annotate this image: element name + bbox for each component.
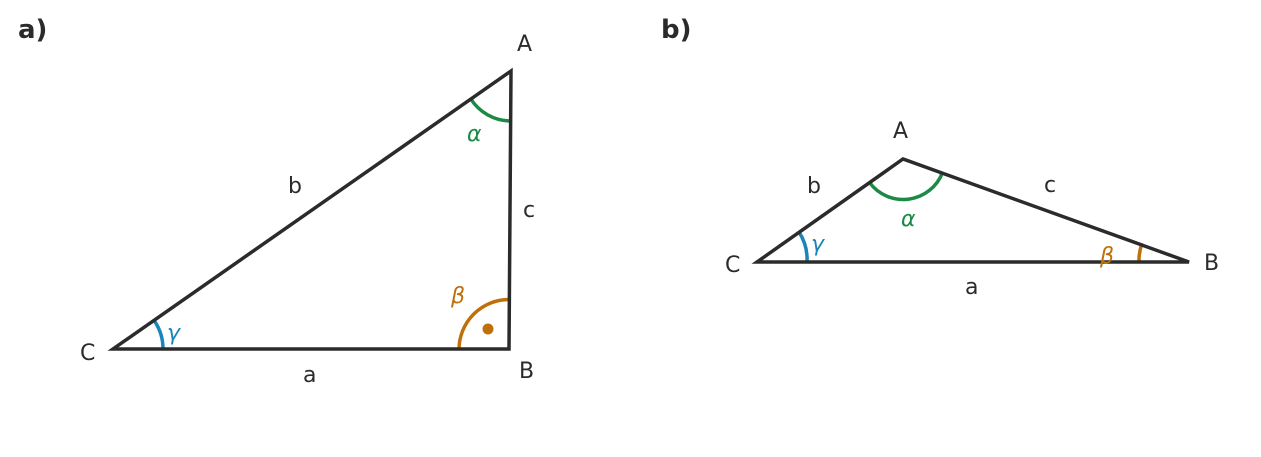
- vertex-b-label: B: [519, 359, 534, 384]
- angle-alpha-label-a: α: [467, 122, 482, 147]
- angle-gamma-arc-b: [797, 231, 809, 263]
- panel-a-label: a): [18, 15, 47, 45]
- angle-gamma-arc-a: [153, 320, 165, 350]
- vertex-a-label: A: [517, 32, 532, 57]
- panel-b: b) A B C a b c α β γ: [661, 15, 1219, 300]
- panel-b-label: b): [661, 15, 692, 45]
- side-c-label: c: [523, 198, 535, 223]
- angle-beta-label-a: β: [450, 284, 465, 309]
- angle-gamma-label-a: γ: [167, 321, 181, 346]
- triangle-b: [751, 157, 1190, 264]
- right-angle-dot: [482, 323, 494, 335]
- side-b-label: b: [288, 174, 302, 199]
- vertex-c-label: C: [725, 253, 740, 278]
- triangle-a: [107, 67, 513, 351]
- panel-a: a) A B C a b c α β γ: [18, 15, 535, 388]
- vertex-c-label: C: [80, 341, 95, 366]
- angle-alpha-label-b: α: [901, 207, 916, 232]
- side-a-label: a: [965, 275, 978, 300]
- side-a-label: a: [303, 363, 316, 388]
- vertex-b-label: B: [1204, 251, 1219, 276]
- angle-beta-arc-a: [457, 297, 510, 350]
- angle-alpha-arc-b: [868, 171, 945, 202]
- angle-beta-label-b: β: [1099, 244, 1114, 269]
- side-c-label: c: [1044, 173, 1056, 198]
- vertex-a-label: A: [893, 119, 908, 144]
- angle-gamma-label-b: γ: [811, 232, 825, 257]
- angle-alpha-arc-a: [469, 97, 511, 123]
- side-b-label: b: [807, 174, 821, 199]
